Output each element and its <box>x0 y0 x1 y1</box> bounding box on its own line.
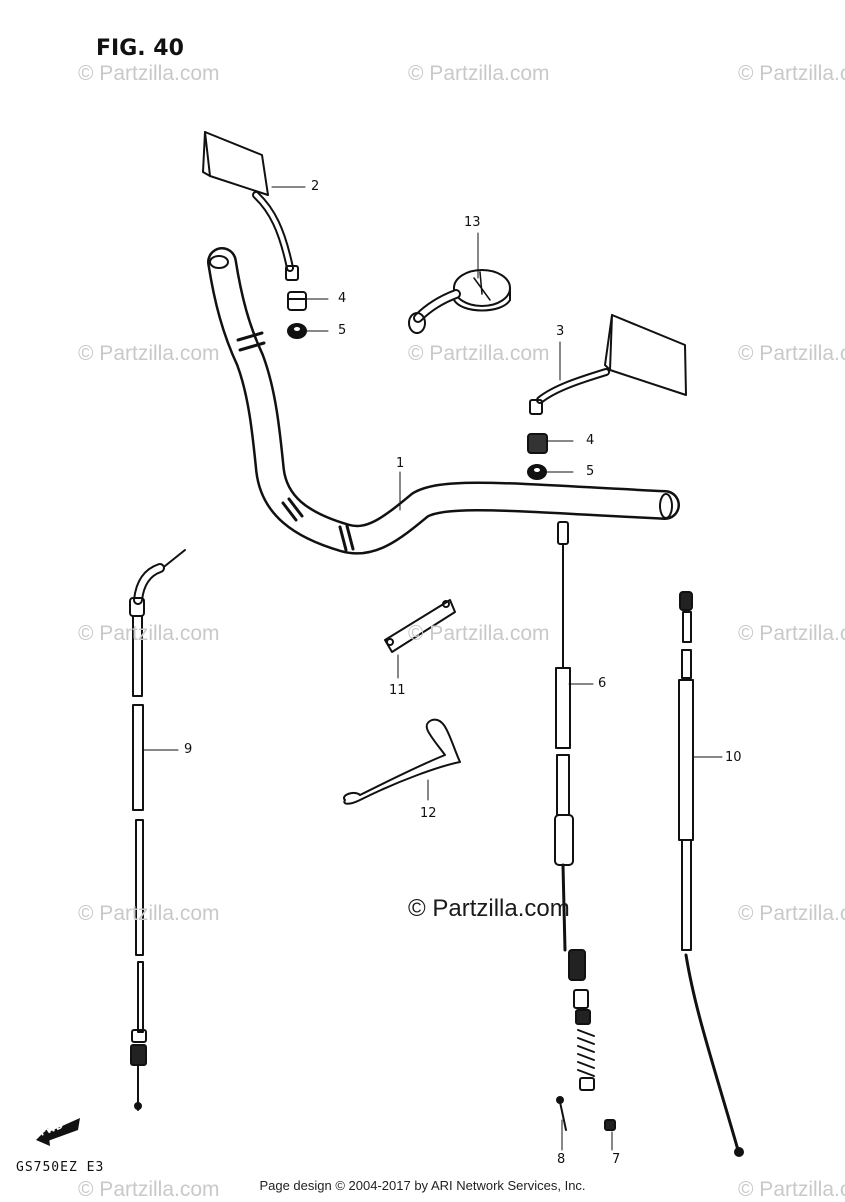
callout-12: 12 <box>420 806 437 821</box>
right-nut-part-5 <box>527 464 547 480</box>
callout-11: 11 <box>389 683 406 698</box>
left-mirror-part-2 <box>202 131 299 281</box>
cable-part-6 <box>554 521 616 1131</box>
cable-part-9 <box>129 549 186 1111</box>
clip-part-12 <box>343 718 461 805</box>
callout-leaders <box>142 186 723 1151</box>
page-footer: Page design © 2004-2017 by ARI Network S… <box>259 1178 586 1193</box>
callout-1: 1 <box>396 456 405 471</box>
left-nut-part-5 <box>287 323 307 339</box>
watermark: © Partzilla.com <box>738 902 845 925</box>
right-adapter-part-4 <box>527 433 548 454</box>
watermark: © Partzilla.com <box>78 342 220 365</box>
callout-3: 3 <box>556 324 565 339</box>
callout-5-right: 5 <box>586 464 595 479</box>
watermark: © Partzilla.com <box>738 342 845 365</box>
watermark: © Partzilla.com <box>408 62 550 85</box>
model-code: GS750EZ E3 <box>16 1160 105 1175</box>
forward-arrow-icon <box>36 1118 80 1146</box>
callout-8: 8 <box>557 1152 566 1167</box>
watermark: © Partzilla.com <box>78 1178 220 1201</box>
callout-9: 9 <box>184 742 193 757</box>
watermark: © Partzilla.com <box>78 62 220 85</box>
callout-5-left: 5 <box>338 323 347 338</box>
handlebar-part-1 <box>207 247 680 555</box>
watermark: © Partzilla.com <box>78 902 220 925</box>
meter-part-13 <box>408 269 511 334</box>
callout-6: 6 <box>598 676 607 691</box>
figure-title: FIG. 40 <box>96 36 184 61</box>
watermark-main: © Partzilla.com <box>408 895 570 922</box>
callout-10: 10 <box>725 750 742 765</box>
callout-2: 2 <box>311 179 320 194</box>
watermark: © Partzilla.com <box>408 622 550 645</box>
watermark: © Partzilla.com <box>738 622 845 645</box>
clamp-part-11 <box>384 599 456 653</box>
cable-part-10 <box>678 591 744 1157</box>
watermark: © Partzilla.com <box>738 1178 845 1201</box>
left-adapter-part-4 <box>287 291 307 311</box>
watermark: © Partzilla.com <box>408 342 550 365</box>
watermark: © Partzilla.com <box>78 622 220 645</box>
watermark: © Partzilla.com <box>738 62 845 85</box>
callout-4-right: 4 <box>586 433 595 448</box>
callout-4-left: 4 <box>338 291 347 306</box>
callout-13: 13 <box>464 215 481 230</box>
callout-7: 7 <box>612 1152 621 1167</box>
right-mirror-part-3 <box>529 314 687 415</box>
